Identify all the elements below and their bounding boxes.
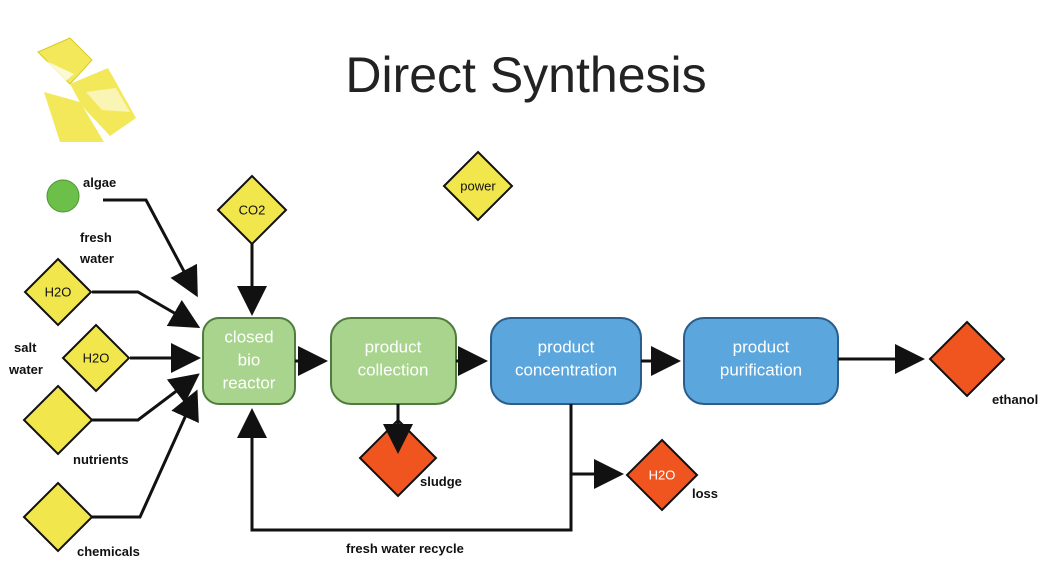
product-concentration-line2: concentration <box>515 360 617 379</box>
ethanol-diamond <box>928 320 1006 398</box>
co2-diamond: CO2 <box>216 174 288 246</box>
algae-arrow <box>103 198 198 298</box>
svg-text:H2O: H2O <box>45 284 72 299</box>
algae-dot-icon <box>46 179 80 213</box>
svg-text:power: power <box>460 178 496 193</box>
fresh-water-label-line2: water <box>79 251 114 266</box>
product-concentration-line1: product <box>538 337 595 356</box>
sludge-diamond <box>358 418 438 498</box>
fresh-water-recycle-label: fresh water recycle <box>346 541 464 556</box>
product-collection-line2: collection <box>358 360 429 379</box>
chemicals-arrow <box>92 389 199 519</box>
nutrients-label: nutrients <box>73 452 129 467</box>
product-collection-line1: product <box>365 337 422 356</box>
power-diamond: power <box>442 150 514 222</box>
algae-label: algae <box>83 175 116 190</box>
fresh-water-recycle-line <box>237 408 573 532</box>
nutrients-arrow <box>92 373 200 422</box>
water-loss-diamond: H2O <box>625 438 699 512</box>
ethanol-label: ethanol <box>992 392 1038 407</box>
sludge-label: sludge <box>420 474 462 489</box>
fresh-water-arrow <box>92 290 201 329</box>
svg-text:H2O: H2O <box>649 467 676 482</box>
product-collection-box: product collection <box>330 317 457 405</box>
fresh-water-label-line1: fresh <box>80 230 112 245</box>
product-purification-box: product purification <box>683 317 839 405</box>
product-purification-line1: product <box>733 337 790 356</box>
diagram-title: Direct Synthesis <box>345 47 706 103</box>
chemicals-diamond <box>22 481 94 553</box>
nutrients-diamond <box>22 384 94 456</box>
bioreactor-box: closed bio reactor <box>202 317 296 405</box>
bioreactor-line1: closed <box>224 327 273 346</box>
concentration-to-loss-arrow <box>569 404 624 489</box>
salt-water-label-line1: salt <box>14 340 37 355</box>
product-concentration-box: product concentration <box>490 317 642 405</box>
bioreactor-line3: reactor <box>223 373 276 392</box>
loss-label: loss <box>692 486 718 501</box>
svg-text:CO2: CO2 <box>239 202 266 217</box>
sun-icon <box>37 37 136 142</box>
product-purification-line2: purification <box>720 360 802 379</box>
chemicals-label: chemicals <box>77 544 140 559</box>
svg-text:H2O: H2O <box>83 350 110 365</box>
salt-water-diamond: H2O <box>61 323 131 393</box>
salt-water-label-line2: water <box>8 362 43 377</box>
fresh-water-diamond: H2O <box>23 257 93 327</box>
bioreactor-line2: bio <box>238 350 261 369</box>
